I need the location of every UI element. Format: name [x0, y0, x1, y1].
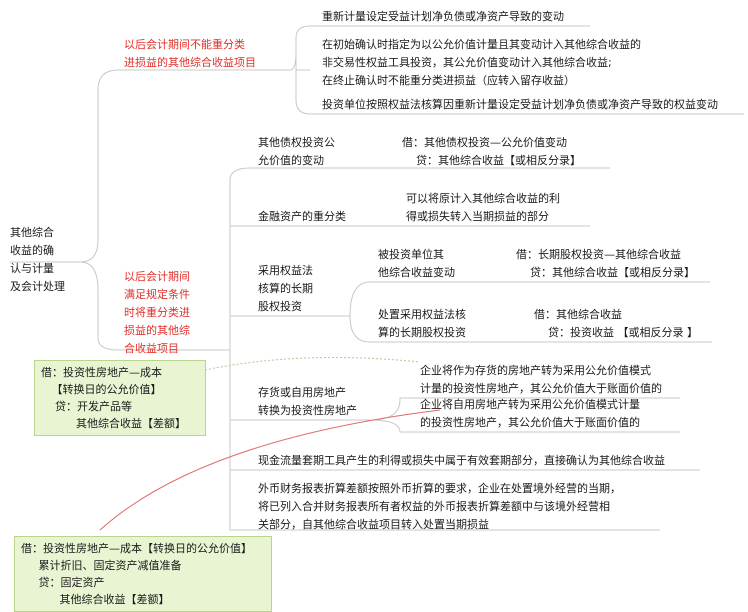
node-other-debt-investment[interactable]: 其他债权投资公 允价值的变动 [258, 136, 335, 167]
note-self-use-entry[interactable]: 借：投资性房地产—成本【转换日的公允价值】 累计折旧、固定资产减值准备 贷：固定… [14, 536, 272, 612]
note-inventory-entry[interactable]: 借：投资性房地产—成本 【转换日的公允价值】 贷：开发产品等 其他综合收益【差额… [34, 360, 206, 436]
branch-a-line: 进损益的其他综合收益项目 [124, 56, 256, 69]
entry-dispose-equity-investment[interactable]: 借：其他综合收益 贷：投资收益 【或相反分录 】 [534, 308, 698, 339]
branch-a-line: 以后会计期间不能重分类 [124, 38, 245, 51]
root-line: 及会计处理 [10, 280, 65, 293]
node-financial-asset-reclass[interactable]: 金融资产的重分类 [258, 210, 346, 223]
connector-note1 [204, 357, 421, 371]
node-cash-flow-hedge[interactable]: 现金流量套期工具产生的利得或损失中属于有效套期部分，直接确认为其他综合收益 [258, 454, 665, 467]
entry-investee-oci-change[interactable]: 借：长期股权投资—其他综合收益 贷：其他综合收益【或相反分录】 [516, 248, 695, 279]
branch-a-item-3[interactable]: 投资单位按照权益法核算因重新计量设定受益计划净负债或净资产导致的权益变动 [322, 98, 718, 111]
branch-b-node[interactable]: 以后会计期间 满足规定条件 时将重分类进 损益的其他综 合收益项目 [124, 270, 190, 355]
node-dispose-equity-investment[interactable]: 处置采用权益法核 算的长期股权投资 [378, 308, 466, 339]
root-node[interactable]: 其他综合 收益的确 认与计量 及会计处理 [10, 224, 65, 296]
desc-financial-asset-reclass[interactable]: 可以将原计入其他综合收益的利 得或损失转入当期损益的部分 [406, 192, 560, 223]
entry-other-debt-investment[interactable]: 借：其他债权投资—公允价值变动 贷：其他综合收益【或相反分录】 [402, 136, 581, 167]
node-equity-method[interactable]: 采用权益法 核算的长期 股权投资 [258, 264, 313, 313]
desc-inventory-property[interactable]: 企业将作为存货的房地产转为采用公允价值模式 计量的投资性房地产，其公允价值大于账… [420, 364, 662, 395]
connector-b [229, 167, 350, 350]
root-line: 认与计量 [10, 262, 54, 275]
branch-a-item-1[interactable]: 重新计量设定受益计划净负债或净资产导致的变动 [322, 10, 564, 23]
connector-a2 [295, 52, 310, 71]
desc-self-use-property[interactable]: 企业将自用房地产转为采用公允价值模式计量 的投资性房地产，其公允价值大于账面价值… [420, 398, 640, 429]
node-investee-oci-change[interactable]: 被投资单位其 他综合收益变动 [378, 248, 455, 279]
node-fx-translation[interactable]: 外币财务报表折算差额按照外币折算的要求，企业在处置境外经营的当期， 将已列入合并… [258, 482, 621, 531]
root-line: 其他综合 [10, 226, 54, 239]
node-property-conversion[interactable]: 存货或自用房地产 转换为投资性房地产 [258, 386, 357, 417]
branch-a-item-2[interactable]: 在初始确认时指定为以公允价值计量且其变动计入其他综合收益的 非交易性权益工具投资… [322, 38, 641, 87]
branch-a-node[interactable]: 以后会计期间不能重分类 进损益的其他综合收益项目 [124, 36, 256, 72]
root-line: 收益的确 [10, 244, 54, 257]
